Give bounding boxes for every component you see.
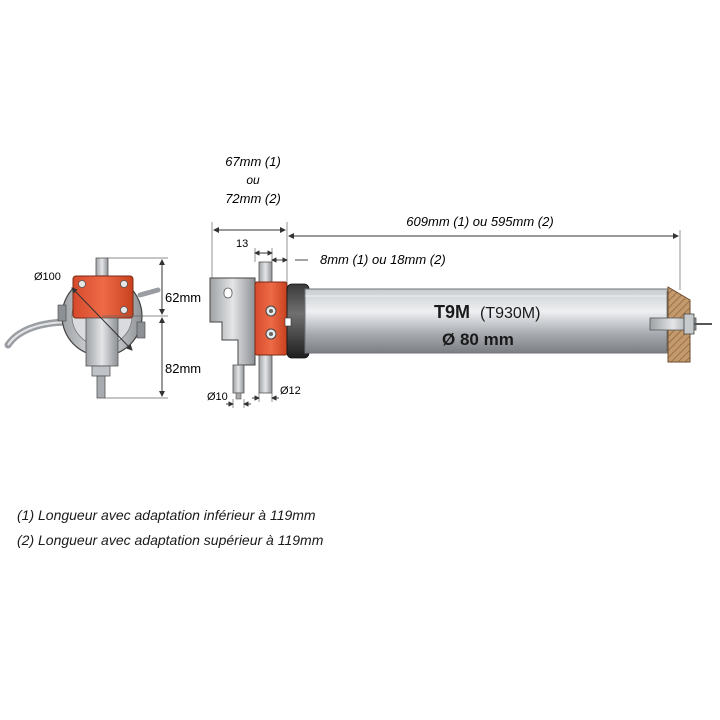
note-2: (2) Longueur avec adaptation supérieur à… — [17, 532, 324, 548]
motor-head-bracket — [209, 277, 256, 366]
end-shaft — [683, 313, 695, 335]
model-ref-label: (T930M) — [480, 305, 540, 322]
motor-tube — [304, 288, 672, 354]
offset-label: 8mm (1) ou 18mm (2) — [320, 252, 446, 267]
length-ou-label: ou — [246, 173, 260, 187]
note-1: (1) Longueur avec adaptation inférieur à… — [17, 507, 316, 523]
side-view: 67mm (1) ou 72mm (2) 609mm (1) ou 595mm … — [207, 154, 712, 408]
height-62-label: 62mm — [165, 290, 201, 305]
length-72-label: 72mm (2) — [225, 191, 281, 206]
height-82-label: 82mm — [165, 361, 201, 376]
end-view: Ø100 62mm 82mm — [4, 257, 201, 399]
diameter-80-label: Ø 80 mm — [442, 330, 514, 349]
shaft-12-label: Ø12 — [280, 385, 301, 397]
dim-13-label: 13 — [236, 238, 248, 250]
shaft-10 — [232, 364, 245, 394]
tube-length-label: 609mm (1) ou 595mm (2) — [406, 214, 553, 229]
shaft-12 — [258, 354, 273, 394]
red-motor-head — [254, 281, 288, 356]
length-67-label: 67mm (1) — [225, 154, 281, 169]
model-label: T9M — [434, 302, 470, 322]
shaft-10-label: Ø10 — [207, 391, 228, 403]
diameter-100-label: Ø100 — [34, 271, 61, 283]
